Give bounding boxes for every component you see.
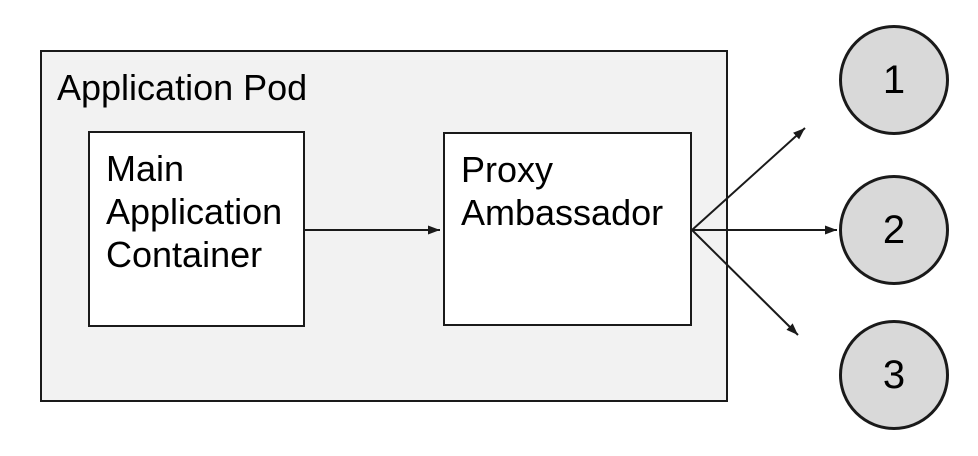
endpoint-1-label: 1 (882, 58, 906, 102)
endpoint-circle-1: 1 (839, 25, 949, 135)
node-proxy-ambassador: Proxy Ambassador (443, 132, 692, 326)
endpoint-3-label: 3 (882, 353, 906, 397)
main-application-container-label: Main Application Container (106, 148, 283, 275)
endpoint-circle-2: 2 (839, 175, 949, 285)
proxy-ambassador-label: Proxy Ambassador (461, 149, 664, 233)
application-pod-label: Application Pod (57, 67, 308, 108)
endpoint-circle-3: 3 (839, 320, 949, 430)
node-main-application-container: Main Application Container (88, 131, 305, 327)
endpoint-2-label: 2 (882, 208, 906, 252)
